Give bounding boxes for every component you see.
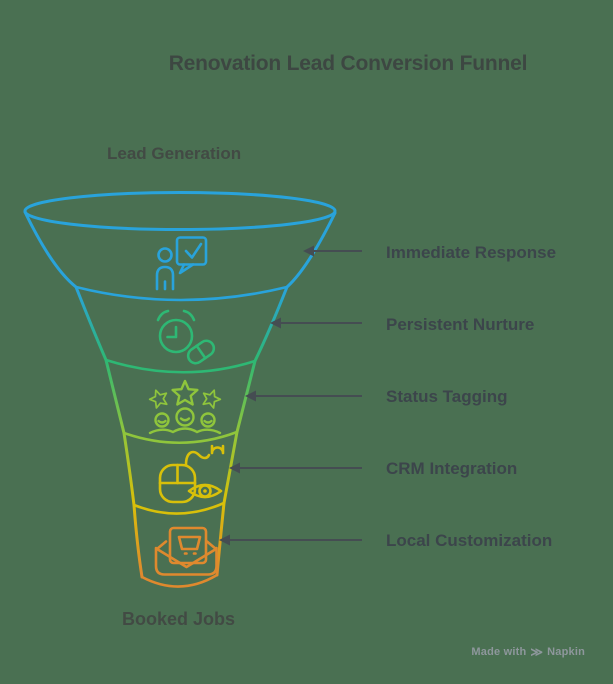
funnel-top-ellipse <box>23 191 337 231</box>
funnel-separator-3 <box>122 430 239 445</box>
stars-people-icon <box>148 379 222 435</box>
funnel-separator-1 <box>74 285 289 302</box>
stage-label-immediate-response: Immediate Response <box>386 243 557 262</box>
watermark: Made with ≫ Napkin <box>471 646 585 658</box>
page-title: Renovation Lead Conversion Funnel <box>168 52 528 75</box>
arrow-crm-integration <box>229 462 362 474</box>
stage-label-crm-integration: CRM Integration <box>386 459 518 478</box>
funnel-bottom-label: Booked Jobs <box>122 609 236 629</box>
funnel-separator-2 <box>104 358 257 374</box>
funnel-bottom-arc <box>140 573 219 588</box>
funnel-outline <box>23 191 337 588</box>
mouse-eye-icon <box>158 444 225 504</box>
alarm-clock-pill-icon <box>156 309 216 365</box>
watermark-prefix: Made with <box>471 646 527 658</box>
funnel-left-edge <box>23 210 144 579</box>
envelope-cart-icon <box>154 526 218 576</box>
arrow-persistent-nurture <box>270 317 362 329</box>
person-chat-check-icon <box>155 236 208 291</box>
arrow-local-customization <box>219 534 362 546</box>
stage-label-local-customization: Local Customization <box>386 531 553 550</box>
arrow-immediate-response <box>303 245 362 257</box>
funnel-top-label: Lead Generation <box>107 144 242 163</box>
napkin-logo-icon: ≫ <box>530 645 544 659</box>
callout-arrows <box>219 245 362 546</box>
arrow-status-tagging <box>245 390 362 402</box>
watermark-brand: Napkin <box>547 646 585 658</box>
stage-label-status-tagging: Status Tagging <box>386 387 508 406</box>
funnel-right-edge <box>215 211 337 577</box>
funnel-separator-4 <box>132 501 226 515</box>
stage-label-persistent-nurture: Persistent Nurture <box>386 315 535 334</box>
